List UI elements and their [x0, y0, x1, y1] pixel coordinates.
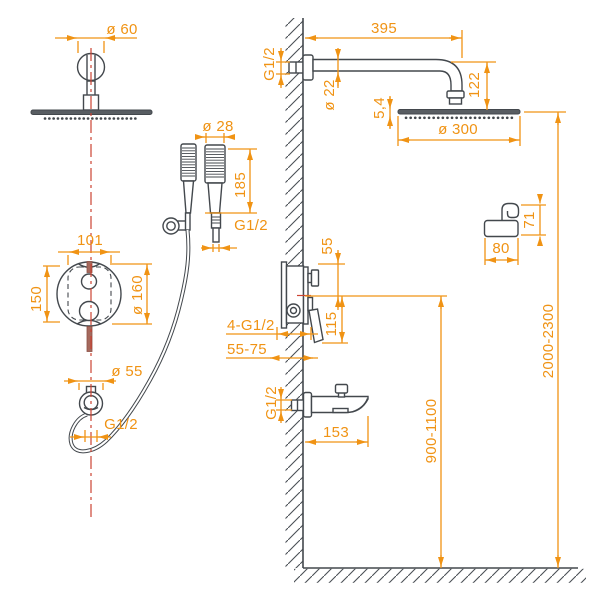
shower-hose: [68, 229, 191, 454]
dim-valve-connections: 4-G1/2: [227, 317, 275, 334]
dim-head-thickness: 5,4: [371, 97, 388, 119]
shower-holder-side-view: [483, 202, 520, 238]
head-ribs: [206, 148, 224, 178]
mixer-valve-front-view: [56, 261, 122, 352]
dim-handshower-length: 185: [232, 172, 249, 198]
dim-arm-wall-thread: G1/2: [261, 47, 278, 81]
dim-head-height-range: 2000-2300: [540, 304, 557, 378]
hose-inner: [69, 229, 190, 453]
arm-nut: [446, 90, 465, 99]
dim-outlet-thread: G1/2: [104, 416, 138, 433]
dim-holder-width: 80: [492, 240, 509, 257]
tub-spout-side-view: [290, 383, 369, 418]
handle-lever-front: [86, 326, 93, 352]
dim-mixer-height: 150: [28, 286, 45, 312]
dim-handshower-thread: G1/2: [234, 217, 268, 234]
top-stem: [86, 261, 93, 273]
hand-shower-with-holder: [162, 143, 197, 235]
mounting-plate: [280, 261, 288, 329]
shower-head-plate-side: [397, 109, 521, 115]
dim-head-diameter: ø 300: [438, 121, 478, 138]
arm-wall-flange: [302, 54, 314, 81]
dimension-labels: ø 60 395 G1/2 ø 22 122 5,4 ø 300 2000-23…: [28, 20, 557, 463]
diverter-knob: [334, 383, 349, 394]
handle-tail: [184, 212, 191, 231]
dim-arm-diameter: ø 22: [321, 79, 338, 110]
fitting-ribs: [211, 216, 221, 224]
dim-outlet-diameter: ø 55: [111, 363, 142, 380]
head-ribs: [182, 147, 195, 177]
spout-flange: [302, 391, 313, 418]
handle-hub-front: [78, 300, 100, 322]
handle-fitting: [210, 212, 222, 229]
dim-handshower-diameter: ø 28: [202, 118, 233, 135]
hose-nipple: [212, 227, 220, 243]
handle-base: [307, 296, 314, 312]
dim-mixer-plate-diameter: ø 160: [129, 275, 146, 315]
dim-valve-depth-range: 55-75: [227, 341, 267, 358]
hand-shower-head: [180, 143, 197, 182]
body-port-circle: [286, 303, 301, 318]
dim-spout-length: 153: [323, 424, 349, 441]
holder-hook: [501, 202, 520, 221]
dim-valve-top-port: 55: [319, 237, 336, 254]
handle-lever-side: [308, 308, 324, 344]
dim-mixer-width: 101: [77, 232, 103, 249]
dim-spout-thread: G1/2: [263, 386, 280, 420]
dim-mixer-height-range: 900-1100: [423, 399, 440, 464]
spout-tip-line: [351, 398, 369, 413]
holder-base: [483, 219, 519, 238]
overhead-shower-side-view: [288, 54, 521, 120]
spout-aerator: [332, 407, 349, 414]
hand-shower-front-view: [204, 144, 226, 243]
holder-ring: [162, 217, 180, 235]
dim-holder-height: 71: [521, 211, 538, 228]
dim-valve-bottom-port: 115: [323, 312, 340, 337]
diverter-knob-front: [80, 273, 98, 290]
dim-flange-diameter: ø 60: [106, 21, 137, 38]
hand-shower-handle: [182, 180, 195, 214]
floor-hatch: [294, 568, 586, 583]
dim-head-offset: 122: [466, 72, 483, 98]
hand-shower-handle: [207, 182, 223, 214]
dimension-lines: [43, 30, 566, 568]
diverter-knob-side: [310, 269, 320, 287]
head-connector: [448, 97, 463, 105]
body-port-inner: [289, 306, 298, 315]
holder-ring-inner: [166, 221, 176, 231]
dim-arm-length: 395: [371, 20, 397, 37]
